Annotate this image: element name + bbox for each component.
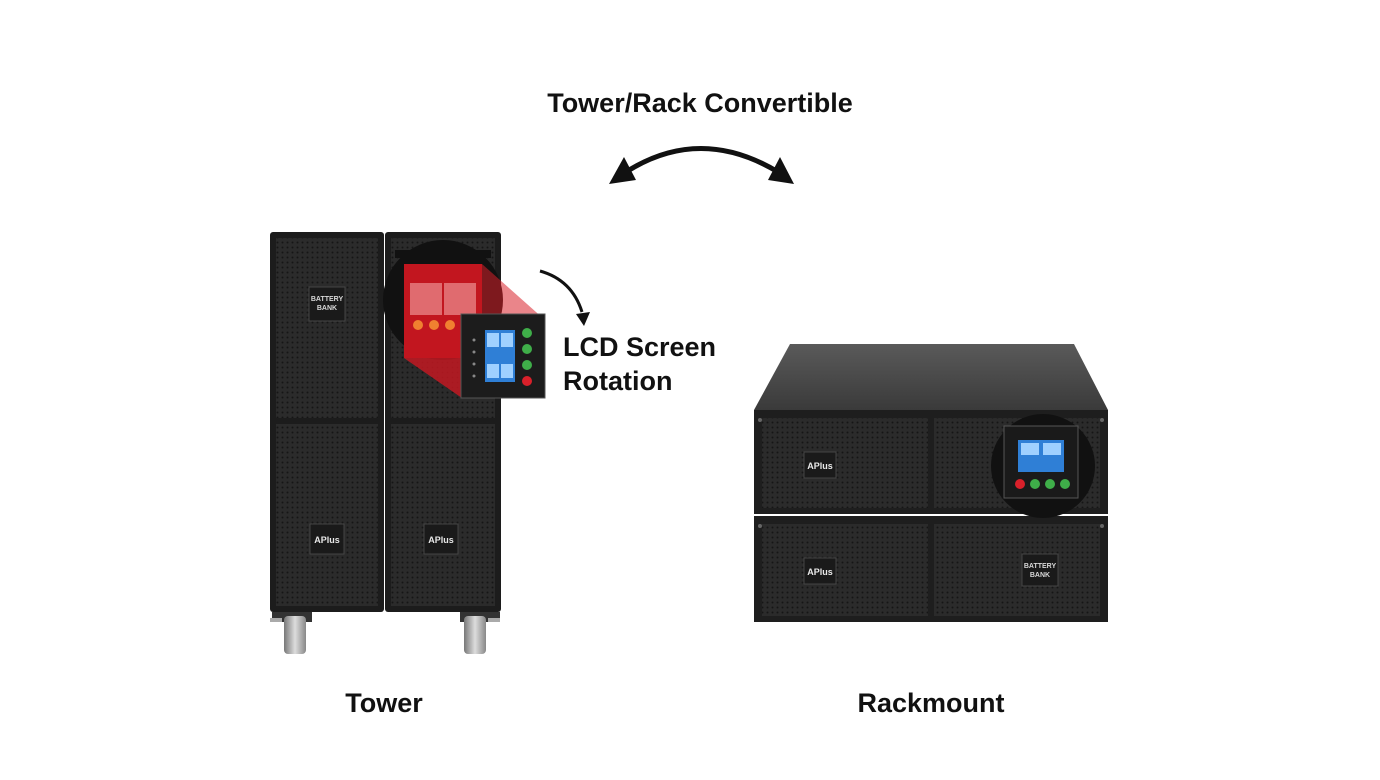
- lcd-rotation-label: LCD Screen Rotation: [563, 330, 753, 398]
- lcd-label-line2: Rotation: [563, 366, 673, 396]
- rotation-arrow-icon: [539, 269, 590, 326]
- tower-caption: Tower: [345, 688, 423, 718]
- convertible-arrow-icon: [609, 146, 794, 184]
- rack-battery-bank-line1: BATTERY: [1024, 563, 1057, 570]
- rackmount-ups-image: [754, 344, 1108, 622]
- rackmount-caption: Rackmount: [857, 688, 1005, 718]
- tower-battery-bank-line2: BANK: [317, 305, 337, 312]
- tower-left-brand-badge: APlus: [314, 535, 340, 545]
- headline: Tower/Rack Convertible: [547, 88, 853, 118]
- rack-battery-bank-line2: BANK: [1030, 572, 1050, 579]
- tower-ups-image: [270, 232, 546, 654]
- lcd-label-line1: LCD Screen: [563, 332, 717, 362]
- rack-lower-brand-badge: APlus: [807, 567, 833, 577]
- tower-battery-bank-line1: BATTERY: [311, 296, 344, 303]
- tower-right-brand-badge: APlus: [428, 535, 454, 545]
- rack-upper-brand-badge: APlus: [807, 461, 833, 471]
